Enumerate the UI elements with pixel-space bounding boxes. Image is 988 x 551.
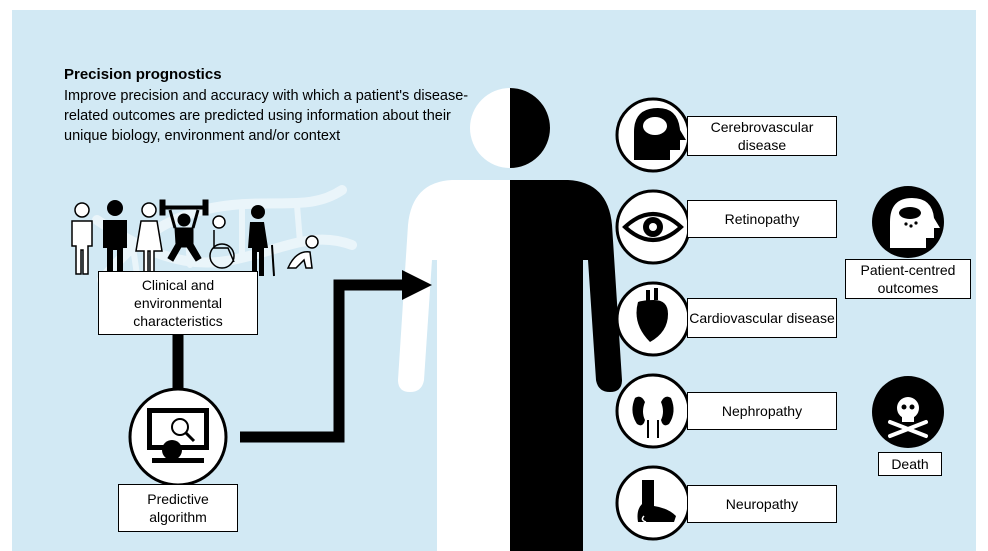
outcome-cerebrovascular-box: Cerebrovascular disease	[687, 116, 837, 156]
diagram-graphics	[71, 88, 944, 551]
crawling-baby-icon	[286, 235, 319, 269]
patient-centred-outcomes-box: Patient-centred outcomes	[845, 259, 971, 299]
outcome-nephropathy-box: Nephropathy	[687, 392, 837, 430]
connector-algorithm-to-person	[240, 279, 404, 443]
man-solid-icon	[103, 200, 127, 276]
wheelchair-user-icon	[209, 215, 235, 269]
outcome-cardiovascular-box: Cardiovascular disease	[687, 298, 837, 338]
man-outline-icon	[71, 202, 93, 275]
elderly-person-icon	[248, 205, 275, 277]
arrow-head	[402, 270, 432, 300]
foot-icon	[615, 465, 691, 541]
eye-icon	[615, 189, 691, 265]
clinical-characteristics-box: Clinical and environmental characteristi…	[98, 271, 258, 335]
skull-crossbones-icon	[872, 376, 944, 448]
head-black-half	[510, 88, 550, 168]
outcome-retinopathy-box: Retinopathy	[687, 200, 837, 238]
predictive-algorithm-box: Predictive algorithm	[118, 484, 238, 532]
diagram-description: Improve precision and accuracy with whic…	[64, 88, 469, 144]
population-icons	[71, 199, 319, 277]
human-silhouette	[398, 88, 622, 551]
weightlifter-icon	[159, 199, 209, 262]
brain-head-icon	[615, 97, 691, 173]
heart-icon	[615, 281, 691, 357]
flow-connectors	[172, 279, 404, 443]
dna-helix-watermark	[92, 185, 357, 285]
woman-outline-icon	[135, 202, 163, 275]
outcome-neuropathy-box: Neuropathy	[687, 485, 837, 523]
head-raincloud-icon	[872, 186, 944, 258]
computer-analysis-icon	[128, 387, 228, 487]
body-black-half	[510, 180, 622, 551]
kidneys-icon	[615, 373, 691, 449]
diagram-panel: Precision prognostics Improve precision …	[12, 10, 976, 551]
body-white-half	[398, 180, 510, 551]
diagram-title: Precision prognostics	[64, 66, 222, 83]
death-box: Death	[878, 452, 942, 476]
